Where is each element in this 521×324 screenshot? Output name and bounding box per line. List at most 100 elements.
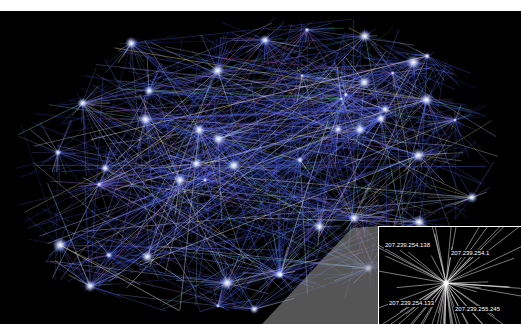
network-link: [87, 119, 381, 190]
network-link: [115, 100, 427, 190]
top-band: [0, 0, 521, 11]
hub-glow: [259, 34, 270, 45]
network-link: [270, 119, 381, 174]
network-link: [455, 105, 487, 120]
network-link: [218, 306, 248, 311]
network-link: [177, 71, 217, 136]
network-link: [194, 30, 307, 196]
network-link: [455, 116, 486, 120]
hub-glow: [202, 177, 207, 182]
network-link: [414, 62, 440, 158]
network-link: [349, 82, 365, 247]
network-link: [300, 128, 319, 160]
network-link: [48, 183, 90, 286]
network-link: [74, 109, 385, 253]
inset-link: [379, 232, 446, 283]
network-link: [58, 152, 296, 242]
network-link: [131, 36, 175, 43]
hub-glow: [339, 97, 343, 101]
network-link: [90, 40, 314, 287]
network-link: [319, 89, 355, 218]
network-link: [341, 98, 381, 99]
network-link: [81, 160, 99, 184]
network-link: [302, 76, 303, 94]
network-link: [99, 112, 350, 184]
network-link: [365, 36, 490, 164]
network-link: [200, 306, 218, 312]
inset-link: [446, 282, 489, 283]
hub-glow: [277, 271, 284, 278]
network-link: [360, 106, 468, 129]
network-link: [312, 99, 341, 104]
network-link: [354, 201, 393, 219]
network-link: [19, 136, 58, 152]
network-link: [243, 218, 419, 222]
network-link: [99, 184, 110, 221]
network-link: [209, 130, 360, 184]
network-link: [393, 58, 399, 73]
network-link: [302, 76, 402, 194]
inset-link: [379, 283, 446, 324]
network-link: [139, 269, 227, 283]
hub-glow: [304, 27, 310, 33]
hub-glow: [296, 156, 304, 164]
network-link: [339, 99, 341, 114]
inset-link: [446, 283, 487, 324]
hub-glow: [77, 98, 88, 109]
network-link: [60, 84, 403, 245]
network-link: [393, 73, 412, 77]
network-link: [307, 30, 414, 45]
network-link: [162, 97, 300, 160]
network-link: [354, 150, 467, 218]
network-link: [455, 120, 457, 219]
inset-link: [446, 227, 513, 283]
network-link: [96, 75, 354, 219]
network-link: [110, 252, 255, 309]
inset-link: [397, 283, 446, 288]
network-link: [265, 40, 383, 216]
network-link: [265, 40, 467, 218]
network-link: [307, 30, 327, 65]
network-link: [246, 119, 381, 215]
hub-glow: [141, 250, 154, 263]
hub-glow: [313, 220, 326, 233]
network-link: [335, 129, 338, 166]
hub-glow: [193, 123, 206, 136]
network-link: [149, 91, 354, 201]
network-link: [218, 71, 339, 206]
network-link: [99, 30, 307, 189]
hub-glow: [333, 125, 343, 135]
network-link: [81, 237, 109, 255]
network-link: [105, 138, 118, 169]
network-link: [311, 206, 354, 218]
network-link: [393, 73, 428, 75]
network-link: [420, 56, 427, 190]
network-link: [54, 255, 109, 270]
network-link: [20, 73, 393, 177]
inset-link: [446, 283, 509, 324]
network-link: [307, 23, 332, 30]
network-link: [109, 99, 342, 282]
network-link: [105, 133, 125, 168]
inset-link: [379, 283, 446, 324]
network-link: [60, 245, 158, 265]
inset-link: [446, 283, 466, 324]
network-link: [378, 100, 427, 103]
inset-link: [446, 283, 521, 302]
inset-link: [446, 227, 521, 283]
network-link: [83, 103, 353, 268]
network-link: [218, 45, 365, 70]
hub-glow: [358, 29, 371, 42]
network-link: [21, 124, 60, 245]
inset-link: [446, 227, 502, 283]
network-link: [40, 122, 58, 153]
inset-hub: [444, 281, 449, 286]
hub-glow: [424, 53, 431, 60]
network-link: [64, 255, 109, 266]
inset-link: [446, 283, 506, 324]
network-link: [265, 40, 453, 73]
ip-label: 207.239.254.1: [450, 250, 490, 257]
network-link: [218, 139, 268, 286]
network-link: [99, 175, 123, 185]
inset-link: [385, 256, 446, 283]
